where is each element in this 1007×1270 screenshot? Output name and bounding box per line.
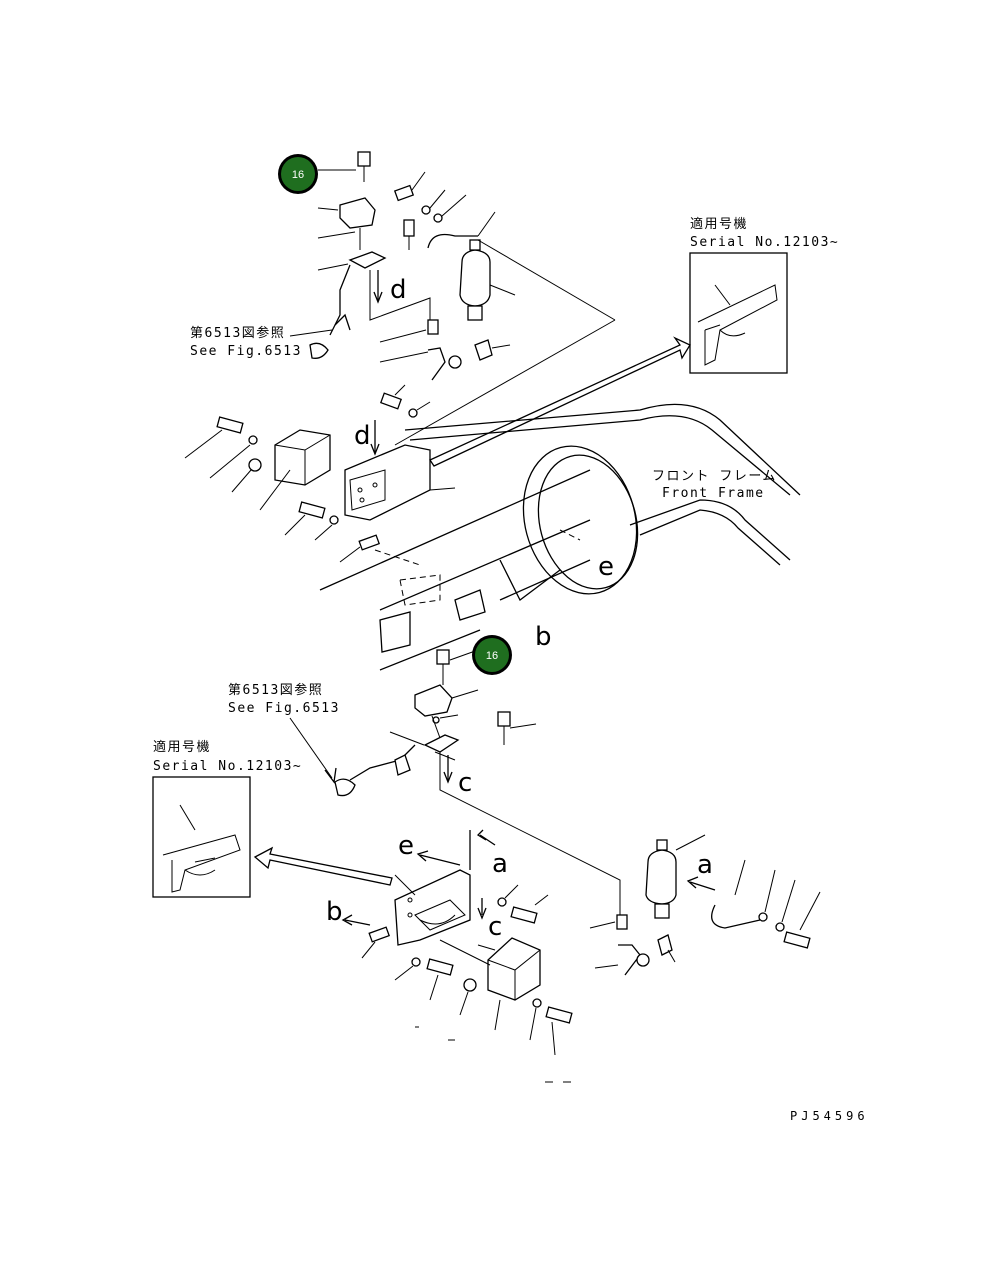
bottom-bracket-group: [341, 829, 573, 1083]
drawing-part-code: PJ54596: [790, 1109, 869, 1123]
svg-text:第6513図参照: 第6513図参照: [190, 325, 285, 341]
svg-text:第6513図参照: 第6513図参照: [228, 682, 323, 698]
svg-text:Serial No.12103~: Serial No.12103~: [690, 235, 839, 250]
callout-badge-bottom[interactable]: 16: [472, 635, 512, 675]
view-letter-d-top: d: [390, 275, 407, 305]
front-frame-drawing: [319, 403, 801, 671]
serial-box-top: [689, 252, 788, 374]
view-letter-a-lower: a: [492, 849, 508, 879]
svg-text:See Fig.6513: See Fig.6513: [190, 344, 302, 359]
serial-note-bottom: 適用号機 Serial No.12103~: [153, 739, 302, 774]
see-fig-note-top: 第6513図参照 See Fig.6513: [190, 325, 302, 359]
callout-badge-top[interactable]: 16: [278, 154, 318, 194]
bottom-accumulator-group: [589, 834, 821, 976]
see-fig-note-bottom: 第6513図参照 See Fig.6513: [228, 682, 340, 716]
svg-text:Front Frame: Front Frame: [662, 486, 765, 501]
bottom-assembly: [289, 649, 621, 915]
front-frame-label: フロント フレーム Front Frame: [652, 469, 777, 501]
view-letter-d-mid: d: [354, 421, 371, 451]
view-letter-e-lower: e: [398, 831, 414, 861]
svg-text:適用号機: 適用号機: [153, 739, 211, 755]
svg-text:See Fig.6513: See Fig.6513: [228, 701, 340, 716]
view-letter-b-lower: b: [326, 897, 343, 927]
view-letter-c-upper: c: [458, 768, 472, 798]
serial-box-bottom: [152, 776, 393, 898]
top-assembly: [184, 151, 691, 566]
view-letter-c-lower: c: [488, 912, 502, 942]
callout-label-top: 16: [292, 169, 304, 181]
callout-label-bottom: 16: [486, 650, 498, 662]
view-letter-b-frame: b: [535, 622, 552, 652]
serial-note-top: 適用号機 Serial No.12103~: [690, 216, 839, 250]
svg-text:適用号機: 適用号機: [690, 216, 748, 232]
svg-text:フロント フレーム: フロント フレーム: [652, 469, 777, 484]
view-letter-a-right: a: [697, 850, 713, 880]
svg-text:Serial No.12103~: Serial No.12103~: [153, 759, 302, 774]
view-letter-e-frame: e: [598, 552, 614, 582]
